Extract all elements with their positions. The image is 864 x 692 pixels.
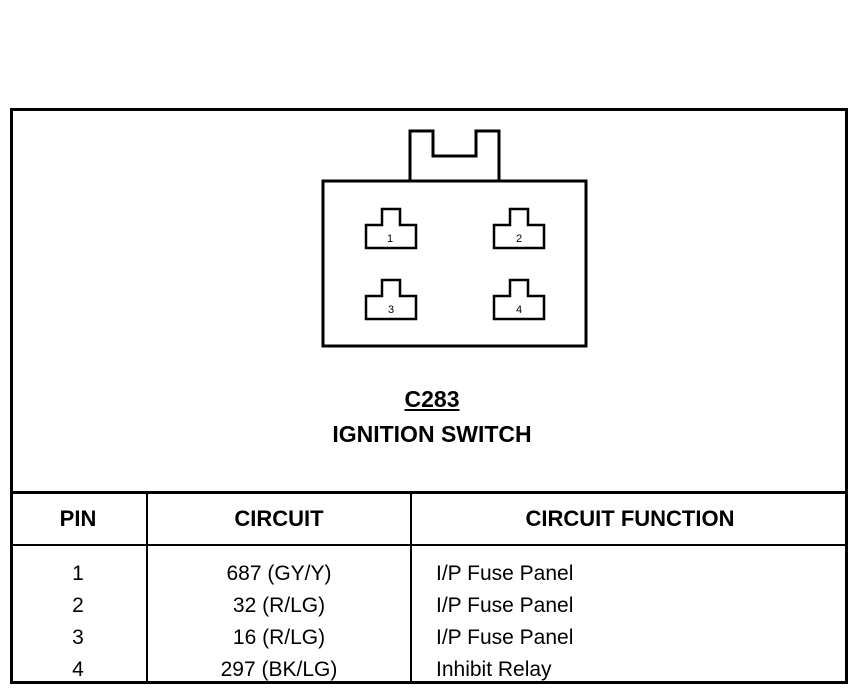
connector-id: C283 xyxy=(404,386,460,412)
column-divider xyxy=(410,494,412,684)
header-circuit: CIRCUIT xyxy=(234,506,324,531)
row-function: I/P Fuse Panel xyxy=(436,626,574,649)
pin-label-2: 2 xyxy=(516,233,522,245)
row-pin: 3 xyxy=(72,626,84,649)
pin-label-1: 1 xyxy=(387,233,393,245)
pin-label-3: 3 xyxy=(388,304,394,316)
row-circuit: 687 (GY/Y) xyxy=(226,562,332,585)
row-function: Inhibit Relay xyxy=(436,658,552,681)
pin-cavity-2 xyxy=(492,207,546,250)
pin-table: PIN CIRCUIT CIRCUIT FUNCTION 1 687 (GY/Y… xyxy=(10,491,848,684)
column-divider xyxy=(146,494,148,684)
row-pin: 2 xyxy=(72,594,84,617)
row-pin: 4 xyxy=(72,658,84,681)
pin-cavity-1 xyxy=(364,207,418,250)
pin-cavity-3 xyxy=(364,278,418,321)
row-function: I/P Fuse Panel xyxy=(436,594,574,617)
row-function: I/P Fuse Panel xyxy=(436,562,574,585)
header-rule xyxy=(10,544,848,546)
pin-label-4: 4 xyxy=(516,304,522,316)
row-circuit: 16 (R/LG) xyxy=(232,626,326,649)
connector-name: IGNITION SWITCH xyxy=(332,421,532,447)
connector-body xyxy=(321,179,588,348)
diagram-frame xyxy=(10,108,848,684)
connector-drawing: 1 2 3 4 xyxy=(321,129,588,348)
row-circuit: 32 (R/LG) xyxy=(232,594,326,617)
row-pin: 1 xyxy=(72,562,84,585)
header-function: CIRCUIT FUNCTION xyxy=(525,506,735,531)
header-pin: PIN xyxy=(59,506,97,531)
connector-locking-tab xyxy=(408,129,501,181)
pin-cavity-4 xyxy=(492,278,546,321)
row-circuit: 297 (BK/LG) xyxy=(220,658,338,681)
